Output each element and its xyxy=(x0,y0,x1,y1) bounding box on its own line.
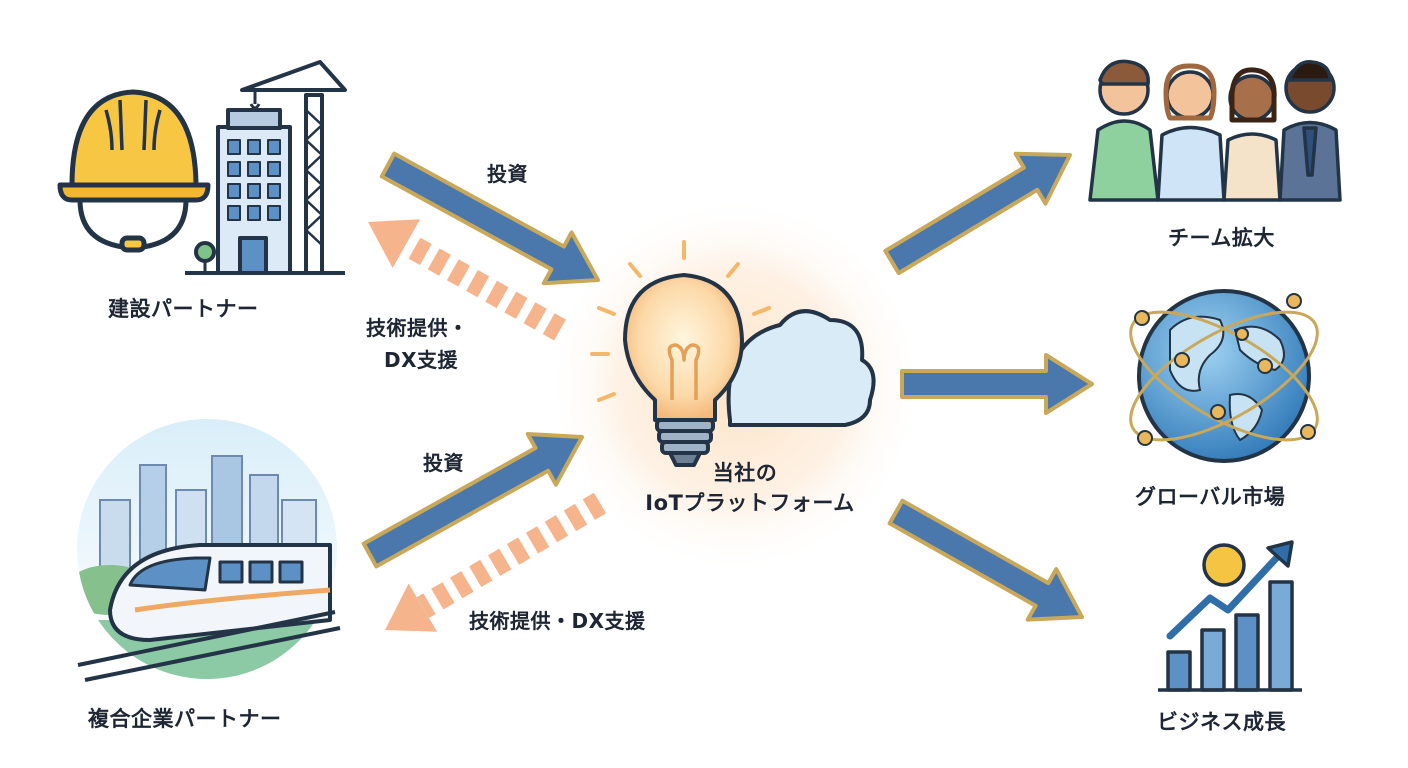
team-arrow xyxy=(883,151,1072,276)
team-people-icon xyxy=(1088,59,1342,202)
team-expansion-label: チーム拡大 xyxy=(1168,226,1275,250)
tech-support-label-top-line1: 技術提供・ xyxy=(366,316,469,340)
lightbulb-cloud-icon xyxy=(590,240,876,467)
helmet-icon xyxy=(57,89,211,253)
invest-label-top: 投資 xyxy=(487,162,528,186)
globe-network-icon xyxy=(1129,289,1319,463)
invest-arrow-top xyxy=(379,151,600,286)
flow-arrows xyxy=(361,151,1094,632)
business-growth-label: ビジネス成長 xyxy=(1157,710,1286,734)
tech-support-label-top-line2: DX支援 xyxy=(384,348,459,372)
conglomerate-partner-label: 複合企業パートナー xyxy=(88,707,282,731)
construction-partner-label: 建設パートナー xyxy=(108,297,259,321)
city-train-icon xyxy=(77,419,341,682)
growth-bar-chart-icon xyxy=(1158,540,1302,692)
building-crane-icon xyxy=(185,60,347,275)
invest-arrow-bottom xyxy=(361,432,584,569)
invest-label-bottom: 投資 xyxy=(423,451,464,475)
support-arrow-bottom xyxy=(385,492,607,632)
center-label-line2: IoTプラットフォーム xyxy=(645,491,855,515)
global-market-label: グローバル市場 xyxy=(1135,485,1286,509)
growth-arrow xyxy=(887,498,1084,622)
tech-support-label-bottom: 技術提供・DX支援 xyxy=(469,609,646,633)
center-label-line1: 当社の xyxy=(712,461,778,485)
global-arrow xyxy=(900,353,1094,415)
support-arrow-top xyxy=(368,219,566,341)
